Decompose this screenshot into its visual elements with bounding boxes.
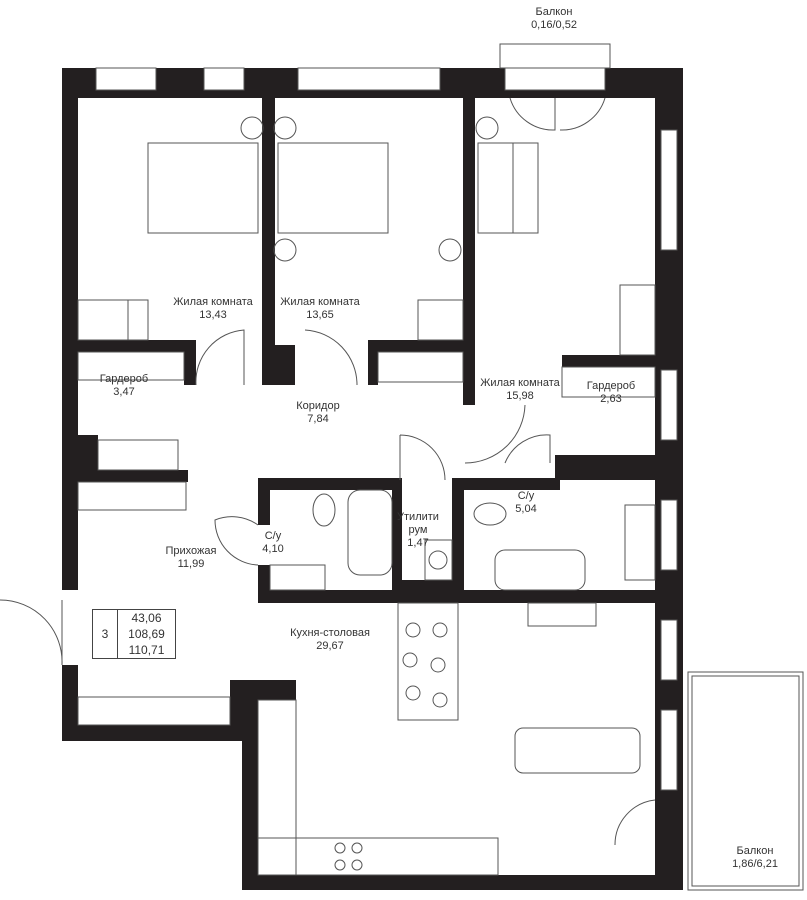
living-area: 43,06 [131,611,162,625]
desk [77,299,129,341]
rooms-count: 3 [93,610,118,658]
room-name: Балкон [736,845,774,857]
room-area: 11,99 [177,558,205,570]
room-name: Гардероб [586,380,636,392]
total-area: 108,69 [128,627,165,641]
walls [62,68,683,890]
wardrobe [77,481,187,511]
room-area: 29,67 [316,640,344,652]
toilet [473,502,507,526]
room-name: С/у [264,530,282,542]
bathtub [347,489,393,576]
room-area: 5,04 [515,503,537,515]
wardrobe [77,351,185,381]
room-name: Балкон [535,6,573,18]
dining-table [397,602,459,721]
windows [95,67,678,791]
bed [277,142,389,234]
wardrobe [561,366,656,398]
room-name: Коридор [296,400,340,412]
kitchen-counter [257,699,297,876]
room-area: 4,10 [262,543,284,555]
room-area: 2,63 [600,393,622,405]
toilet [312,493,336,527]
room-area: 15,98 [506,390,534,402]
room-area: 0,16/0,52 [531,19,577,31]
room-area: 13,65 [306,309,334,321]
wardrobe [97,439,179,471]
doors [0,97,656,846]
room-name: Прихожая [165,545,217,557]
room-area: 3,47 [113,386,135,398]
room-name: Кухня-столовая [290,627,370,639]
bed [147,142,259,234]
room-area: 7,84 [307,413,329,425]
room-name: Утилити рум [397,511,439,536]
room-name: Жилая комната [280,296,360,308]
sink [269,564,326,591]
sink [624,504,656,581]
washing-machine [424,539,453,581]
balcony-outlines [499,43,804,891]
area-summary-table: 3 43,06 108,69 110,71 [92,609,176,659]
bathtub [494,549,586,591]
total-area-with-balconies: 110,71 [128,643,165,657]
wardrobe [77,696,231,726]
furniture [77,116,656,876]
room-name: Жилая комната [173,296,253,308]
room-area: 1,86/6,21 [732,858,778,870]
sofa [514,727,641,774]
desk [417,299,464,341]
wardrobe [377,351,464,383]
room-area: 1,47 [407,537,429,549]
bed [477,142,539,234]
desk [619,284,656,356]
room-name: С/у [517,490,535,502]
room-name: Гардероб [99,373,149,385]
room-name: Жилая комната [480,377,560,389]
room-area: 13,43 [199,309,227,321]
